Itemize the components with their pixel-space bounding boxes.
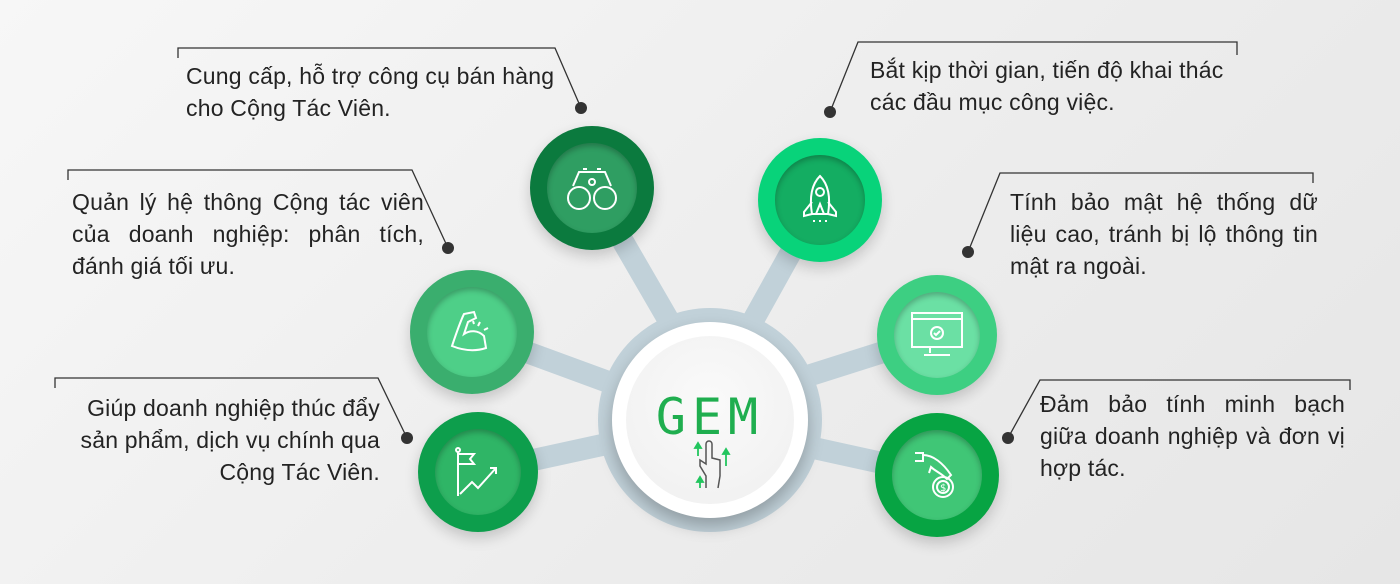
logo-text: GEM bbox=[656, 388, 764, 446]
gem-logo: GEM bbox=[656, 388, 764, 489]
item-text-4: Bắt kịp thời gian, tiến độ khai thác các… bbox=[870, 57, 1224, 115]
item-text-1: Cung cấp, hỗ trợ công cụ bán hàng cho Cộ… bbox=[186, 63, 555, 121]
rocket-icon bbox=[802, 174, 837, 224]
node-binoculars bbox=[530, 126, 654, 250]
binoculars-icon bbox=[566, 167, 617, 210]
item-text-3: Giúp doanh nghiệp thúc đẩy sản phẩm, dịc… bbox=[80, 395, 380, 485]
flag-growth-icon bbox=[454, 446, 497, 496]
svg-text:$: $ bbox=[940, 483, 946, 494]
item-text-6: Đảm bảo tính minh bạch giữa doanh nghiệp… bbox=[1040, 391, 1345, 481]
node-rocket bbox=[758, 138, 882, 262]
node-muscle bbox=[410, 270, 534, 394]
node-hand-coin: $ bbox=[875, 413, 999, 537]
muscle-icon bbox=[450, 310, 489, 352]
node-flag bbox=[418, 412, 538, 532]
hand-coin-icon: $ bbox=[914, 451, 954, 498]
up-arrows-icon bbox=[693, 441, 731, 488]
callout-dots bbox=[401, 102, 1014, 444]
callout-lines bbox=[54, 41, 1351, 439]
item-text-5: Tính bảo mật hệ thống dữ liệu cao, tránh… bbox=[1010, 189, 1318, 279]
hand-pointer-icon bbox=[699, 440, 721, 489]
monitor-check-icon bbox=[910, 311, 963, 356]
node-monitor bbox=[877, 275, 997, 395]
item-text-2: Quản lý hệ thông Cộng tác viên của doanh… bbox=[72, 189, 424, 279]
center-logo-badge: GEM bbox=[612, 322, 808, 518]
